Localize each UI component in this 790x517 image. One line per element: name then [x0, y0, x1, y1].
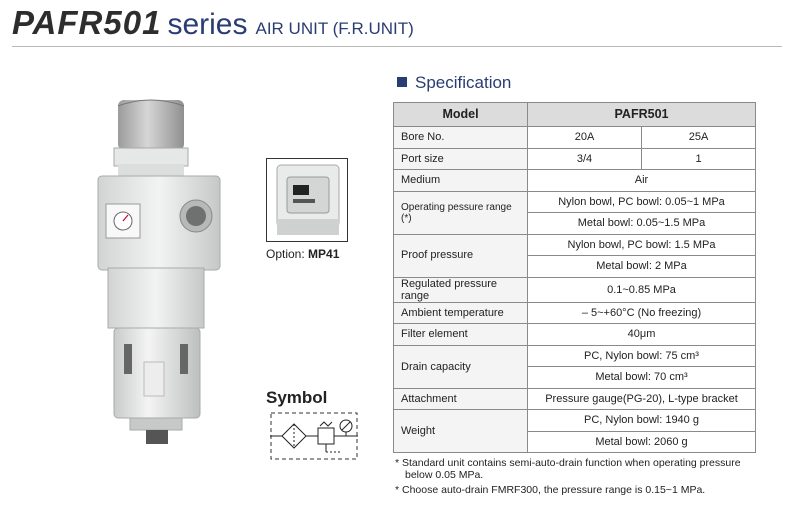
option-gauge-image: [276, 164, 340, 235]
table-row: Attachment Pressure gauge(PG-20), L-type…: [393, 387, 756, 411]
table-row: Filter element 40μm: [393, 323, 756, 346]
footnotes: * Standard unit contains semi-auto-drain…: [395, 457, 741, 499]
table-row: Ambient temperature – 5~+60°C (No freezi…: [393, 301, 756, 325]
table-row: Regulated pressure range 0.1~0.85 MPa: [393, 276, 756, 303]
option-label: Option: MP41: [266, 247, 340, 261]
pneumatic-symbol: [270, 412, 358, 460]
option-image-box: [266, 158, 348, 242]
table-row: Medium Air: [393, 169, 756, 192]
footnote-1: * Standard unit contains semi-auto-drain…: [395, 457, 741, 481]
symbol-title: Symbol: [266, 388, 328, 407]
table-row: Proof pressure Nylon bowl, PC bowl: 1.5 …: [393, 233, 756, 278]
option-model: MP41: [308, 247, 340, 261]
square-bullet-icon: [397, 77, 407, 87]
table-row: Bore No. 20A 25A: [393, 126, 756, 149]
model-title: PAFR501: [12, 4, 162, 41]
header-label: Model: [393, 102, 528, 127]
product-subtitle: AIR UNIT (F.R.UNIT): [255, 19, 414, 38]
product-image: [97, 99, 221, 444]
header-divider: [12, 46, 782, 47]
table-row: Operating pessure range (*) Nylon bowl, …: [393, 190, 756, 235]
footnote-2: * Choose auto-drain FMRF300, the pressur…: [395, 484, 706, 496]
table-row: Drain capacity PC, Nylon bowl: 75 cm³: [393, 344, 756, 389]
header-value: PAFR501: [527, 102, 756, 127]
table-row: Metal bowl: 2060 g: [394, 430, 756, 454]
table-header-row: Model PAFR501: [393, 102, 756, 127]
specification-table: Model PAFR501 Bore No. 20A 25A Port size…: [393, 102, 756, 454]
table-row: Port size 3/4 1: [393, 147, 756, 170]
series-label: series: [167, 8, 248, 41]
specification-title: Specification: [397, 73, 511, 93]
table-row: Weight PC, Nylon bowl: 1940 g: [393, 409, 756, 454]
